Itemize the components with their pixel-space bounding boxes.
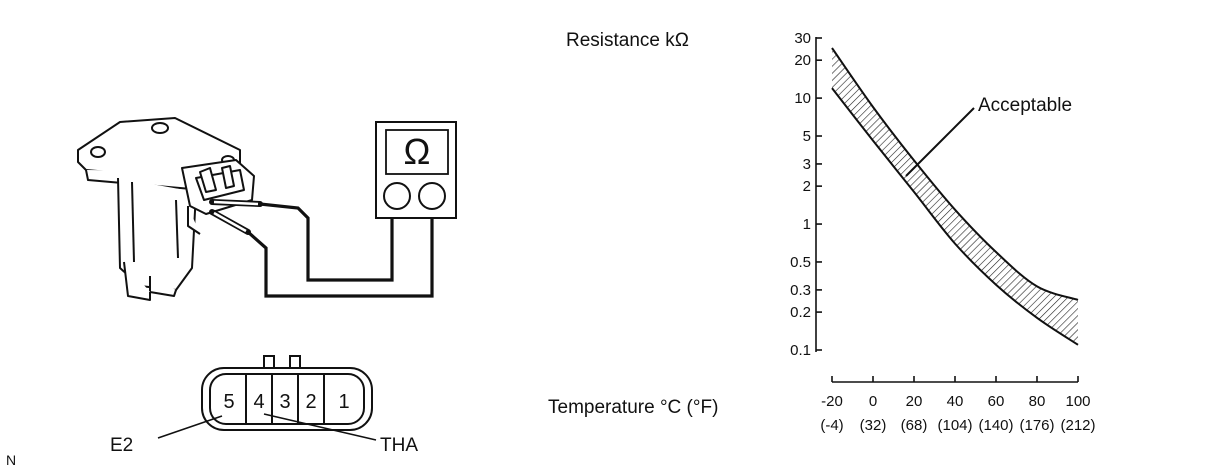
x-tick-label-c: 60 (988, 393, 1005, 410)
x-tick-label-f: (68) (901, 417, 928, 434)
acceptable-leader-line (905, 107, 975, 177)
y-tick-label: 0.3 (790, 282, 811, 299)
tha-leader-line (263, 413, 377, 441)
test-lead-wires (209, 199, 434, 298)
y-tick-label: 3 (803, 156, 811, 173)
e2-label: E2 (110, 435, 133, 456)
y-tick-label: 0.5 (790, 254, 811, 271)
corner-mark: N (6, 452, 16, 468)
x-tick-label-c: -20 (821, 393, 843, 410)
y-tick-label: 20 (794, 52, 811, 69)
x-tick-label-f: (212) (1060, 417, 1095, 434)
pin-number: 2 (305, 391, 316, 413)
connector-pin-numbers: 5 4 3 2 1 (223, 391, 349, 413)
air-flow-meter-illustration (77, 117, 255, 301)
y-tick-label: 10 (794, 90, 811, 107)
e2-leader-line (157, 415, 223, 439)
x-tick-label-c: 80 (1029, 393, 1046, 410)
pin-number: 5 (223, 391, 234, 413)
y-axis-label: Resistance kΩ (566, 30, 689, 51)
pin-number: 1 (338, 391, 349, 413)
tha-label: THA (380, 435, 418, 456)
x-tick-label-c: 100 (1065, 393, 1090, 410)
y-tick-label: 0.2 (790, 304, 811, 321)
y-axis-ticks: 30 20 10 5 3 2 1 0.5 0.3 0.2 0.1 (790, 30, 822, 359)
y-tick-label: 2 (803, 178, 811, 195)
y-tick-label: 5 (803, 128, 811, 145)
ohm-symbol: Ω (404, 131, 431, 172)
connector-front-view (201, 355, 373, 431)
x-axis-ticks: -20 (-4) 0 (32) 20 (68) 40 (104) 60 (140) 80 (176) 1… (820, 376, 1096, 434)
x-axis-label: Temperature °C (°F) (548, 397, 718, 418)
x-tick-label-f: (140) (978, 417, 1013, 434)
acceptable-band-fill (832, 48, 1078, 345)
x-tick-label-f: (32) (860, 417, 887, 434)
x-tick-label-c: 40 (947, 393, 964, 410)
x-tick-label-f: (176) (1019, 417, 1054, 434)
x-tick-label-c: 20 (906, 393, 923, 410)
x-tick-label-c: 0 (869, 393, 877, 410)
x-tick-label-f: (-4) (820, 417, 843, 434)
lower-limit-curve (831, 87, 1079, 346)
acceptable-label: Acceptable (978, 95, 1072, 116)
y-tick-label: 1 (803, 216, 811, 233)
x-tick-label-f: (104) (937, 417, 972, 434)
pin-number: 4 (253, 391, 264, 413)
resistance-chart: Resistance kΩ Temperature °C (°F) 302010… (548, 30, 1096, 434)
y-tick-label: 0.1 (790, 342, 811, 359)
ohmmeter (375, 121, 457, 219)
pin-number: 3 (279, 391, 290, 413)
y-tick-label: 30 (794, 30, 811, 47)
upper-limit-curve (831, 47, 1079, 301)
